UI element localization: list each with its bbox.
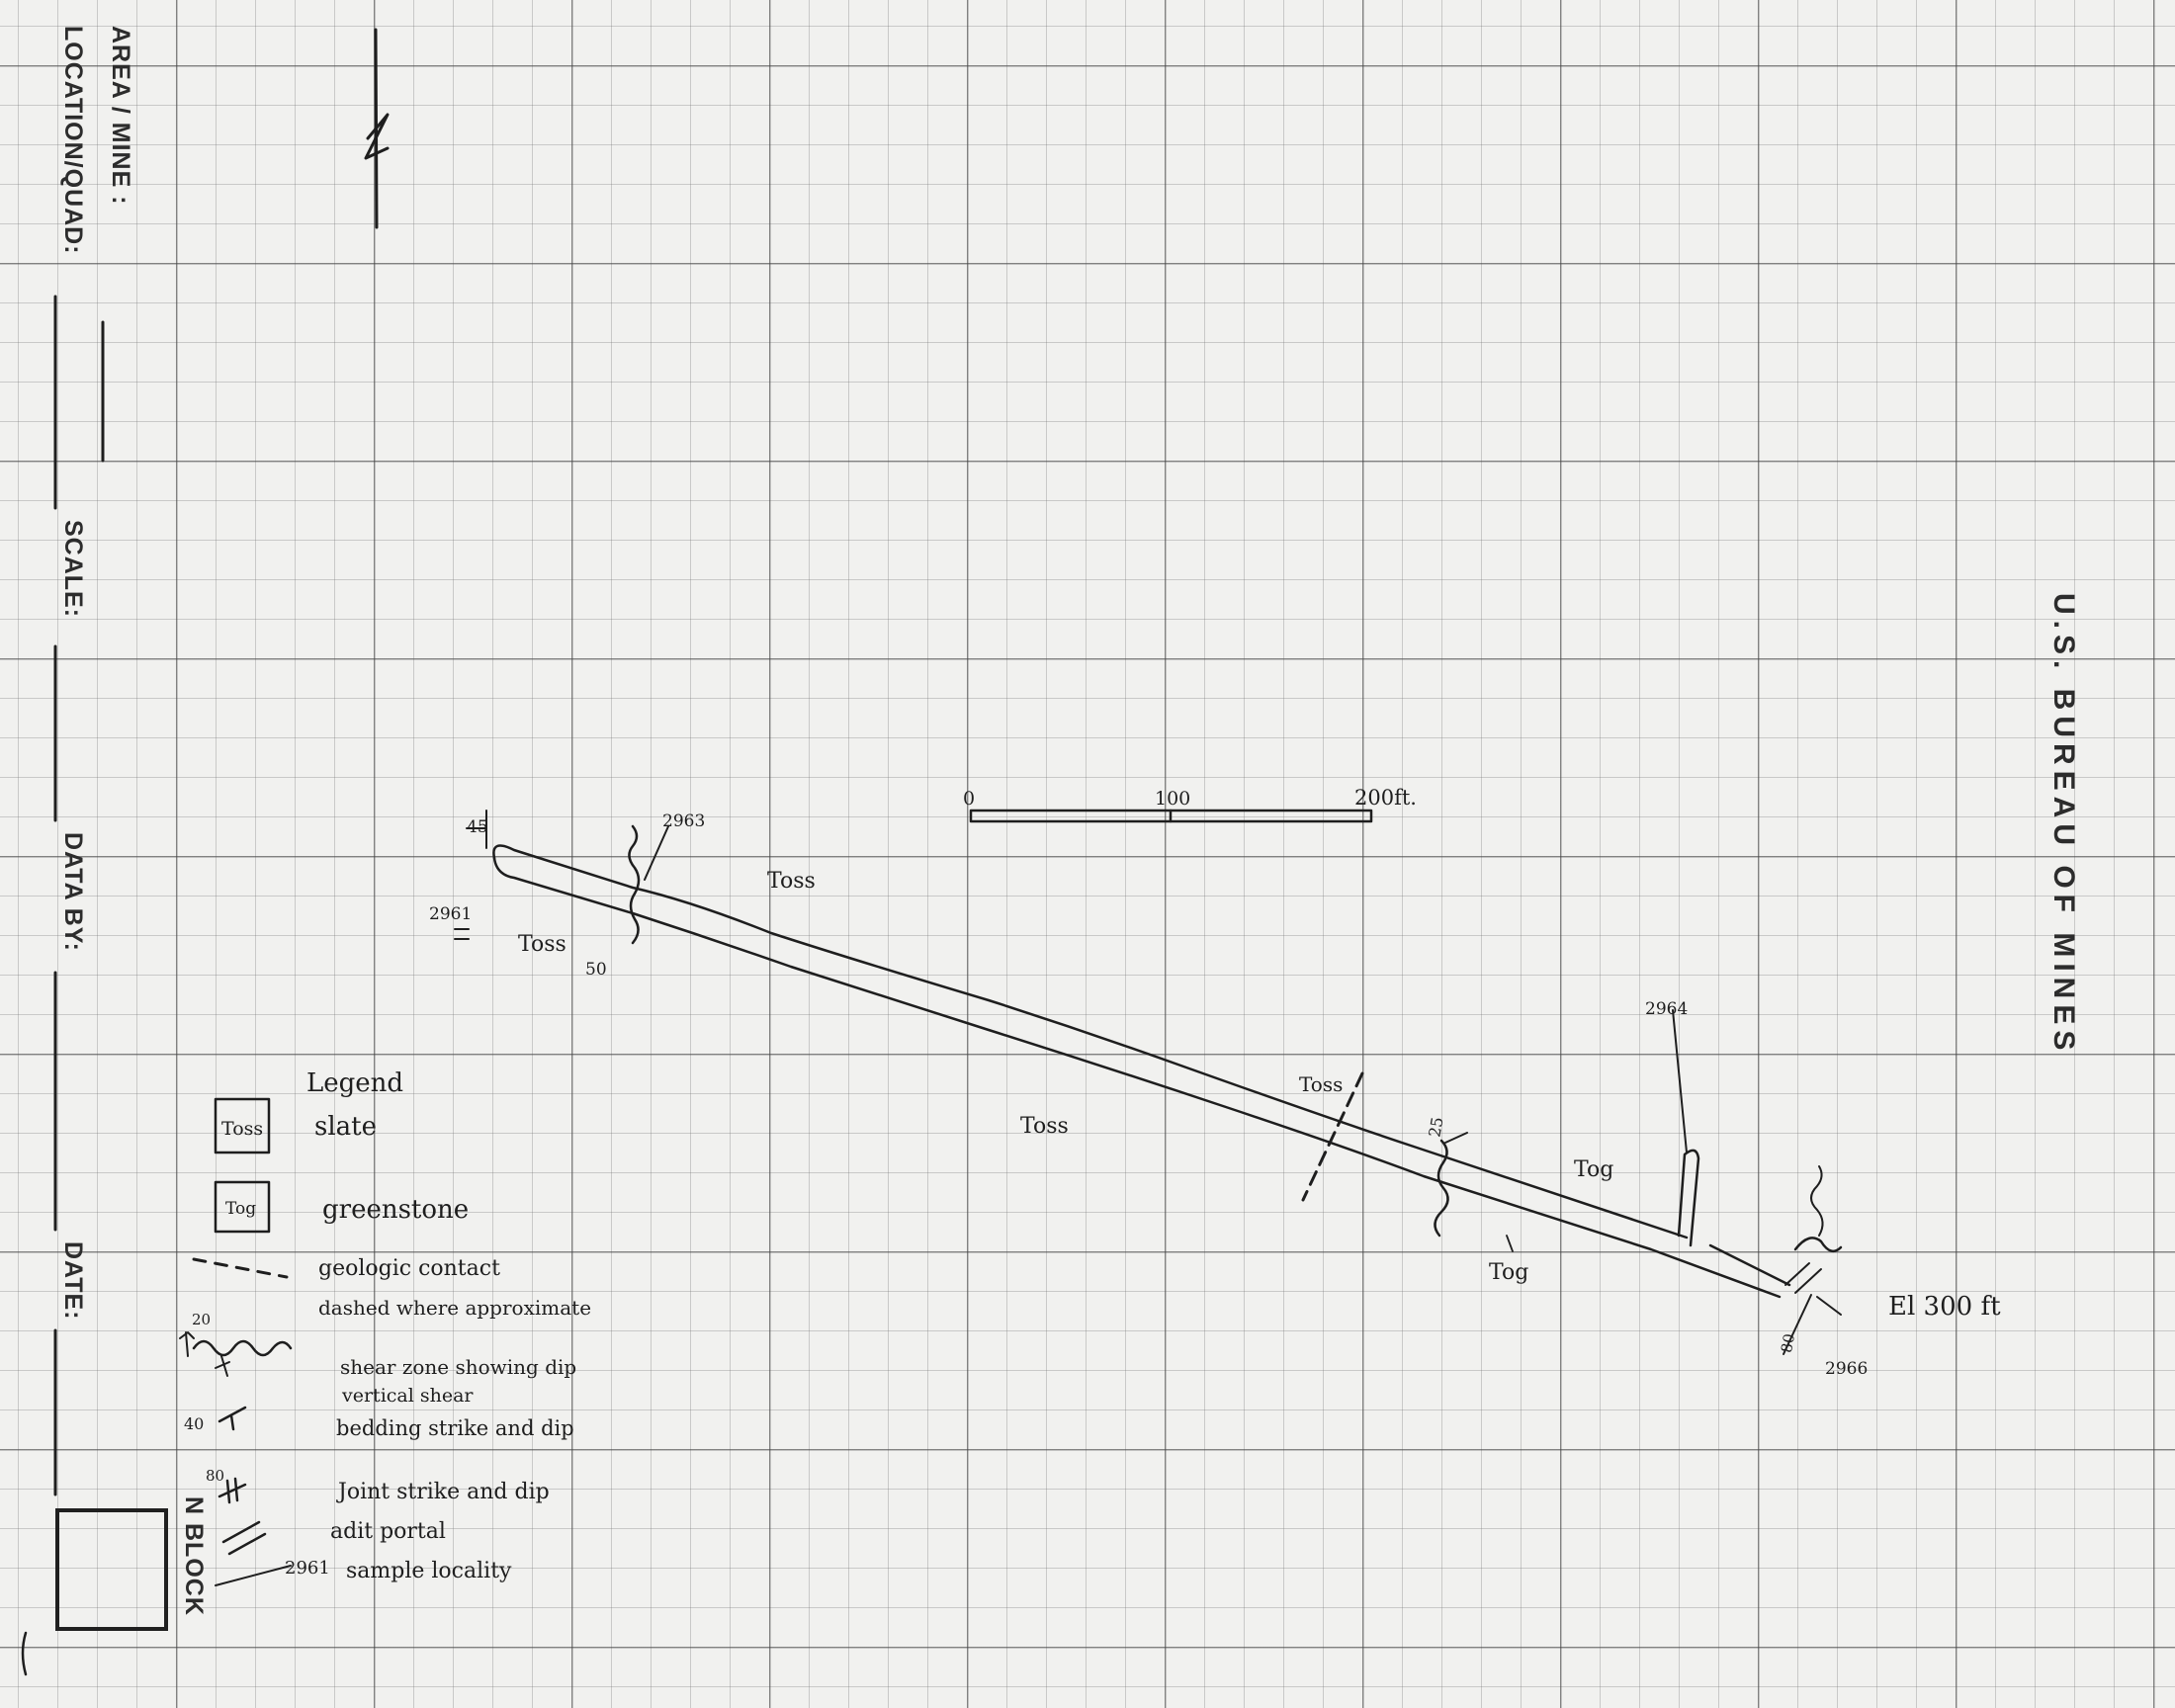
sample-2961-mark	[454, 928, 470, 940]
portal-shear	[1793, 1237, 1843, 1253]
attitude-80-portal: 80	[1778, 1332, 1798, 1354]
legend-shear-num: 20	[192, 1311, 211, 1328]
legend-sample-num: 2961	[285, 1558, 330, 1579]
shear-zone-east	[1434, 1139, 1449, 1238]
label-toss-central: Toss	[1020, 1114, 1069, 1139]
legend-joint-icon	[218, 1477, 247, 1504]
scale-tick-0: 0	[963, 788, 975, 810]
sample-2964-leader	[1672, 1009, 1688, 1153]
label-toss-north: Toss	[767, 869, 816, 894]
legend-sample: sample locality	[346, 1559, 512, 1583]
legend-bedding-icon	[218, 1406, 247, 1431]
sample-2966-leader	[1783, 1294, 1812, 1355]
label-toss-west: Toss	[518, 932, 566, 957]
legend-vertical-shear-icon	[215, 1355, 230, 1377]
sample-2963-label: 2963	[662, 811, 705, 831]
legend-joint-num: 80	[206, 1467, 224, 1485]
sample-2963-leader	[644, 825, 669, 881]
adit-lower-wall	[492, 856, 1782, 1299]
scale-tick-100: 100	[1155, 788, 1190, 810]
crosscut-drift	[1677, 1149, 1700, 1247]
attitude-50: 50	[585, 960, 607, 980]
sample-2961-label: 2961	[429, 904, 472, 924]
legend-sample-icon	[215, 1565, 292, 1586]
legend-box-tog-label: Tog	[225, 1199, 256, 1219]
attitude-45: 45	[467, 817, 488, 837]
legend-slate: slate	[314, 1112, 377, 1142]
adit-upper-wall-east	[1708, 1243, 1791, 1287]
legend-box-toss	[214, 1097, 271, 1154]
geologic-contact-line	[1301, 1071, 1364, 1202]
legend-box-tog	[214, 1180, 271, 1234]
legend-shear-icon	[179, 1331, 195, 1357]
adit-upper-wall	[492, 844, 1689, 1239]
sample-2966-label: 2966	[1825, 1359, 1868, 1379]
legend-bedding-num: 40	[184, 1414, 204, 1433]
legend-contact-note: dashed where approximate	[318, 1296, 591, 1320]
scale-tick-200: 200ft.	[1354, 786, 1417, 810]
legend-contact: geologic contact	[318, 1256, 500, 1281]
legend-joint: Joint strike and dip	[336, 1480, 550, 1504]
legend-contact-icon	[192, 1257, 289, 1279]
attitude-25: 25	[1425, 1116, 1446, 1139]
legend-vertical-shear: vertical shear	[341, 1385, 474, 1407]
label-toss-contact: Toss	[1299, 1072, 1343, 1096]
shear-zone-west	[628, 824, 641, 945]
legend-adit: adit portal	[330, 1519, 446, 1544]
label-tog-north: Tog	[1574, 1157, 1613, 1182]
label-tog-south: Tog	[1489, 1260, 1528, 1285]
legend-greenstone: greenstone	[322, 1195, 469, 1225]
block-box	[55, 1508, 168, 1631]
elevation-label: El 300 ft	[1888, 1292, 2001, 1322]
legend-box-toss-label: Toss	[221, 1118, 263, 1140]
legend-bedding: bedding strike and dip	[336, 1416, 574, 1440]
adit-portal-icon	[1784, 1262, 1822, 1294]
legend-shear: shear zone showing dip	[340, 1355, 576, 1379]
legend-title: Legend	[306, 1068, 403, 1098]
north-symbol-icon	[364, 113, 390, 160]
sample-2964-label: 2964	[1645, 999, 1688, 1019]
legend-adit-icon	[221, 1520, 267, 1556]
